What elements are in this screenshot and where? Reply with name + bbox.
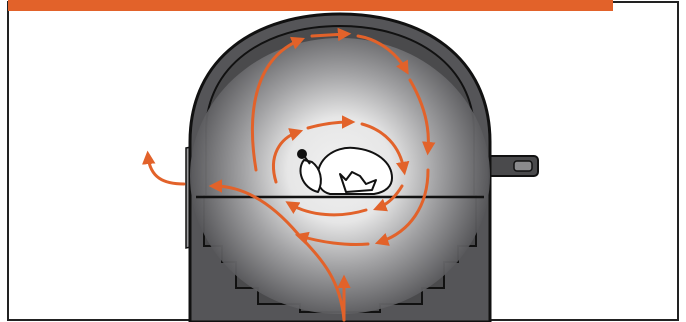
side-handle-icon — [484, 156, 538, 176]
header-banner — [8, 0, 613, 11]
